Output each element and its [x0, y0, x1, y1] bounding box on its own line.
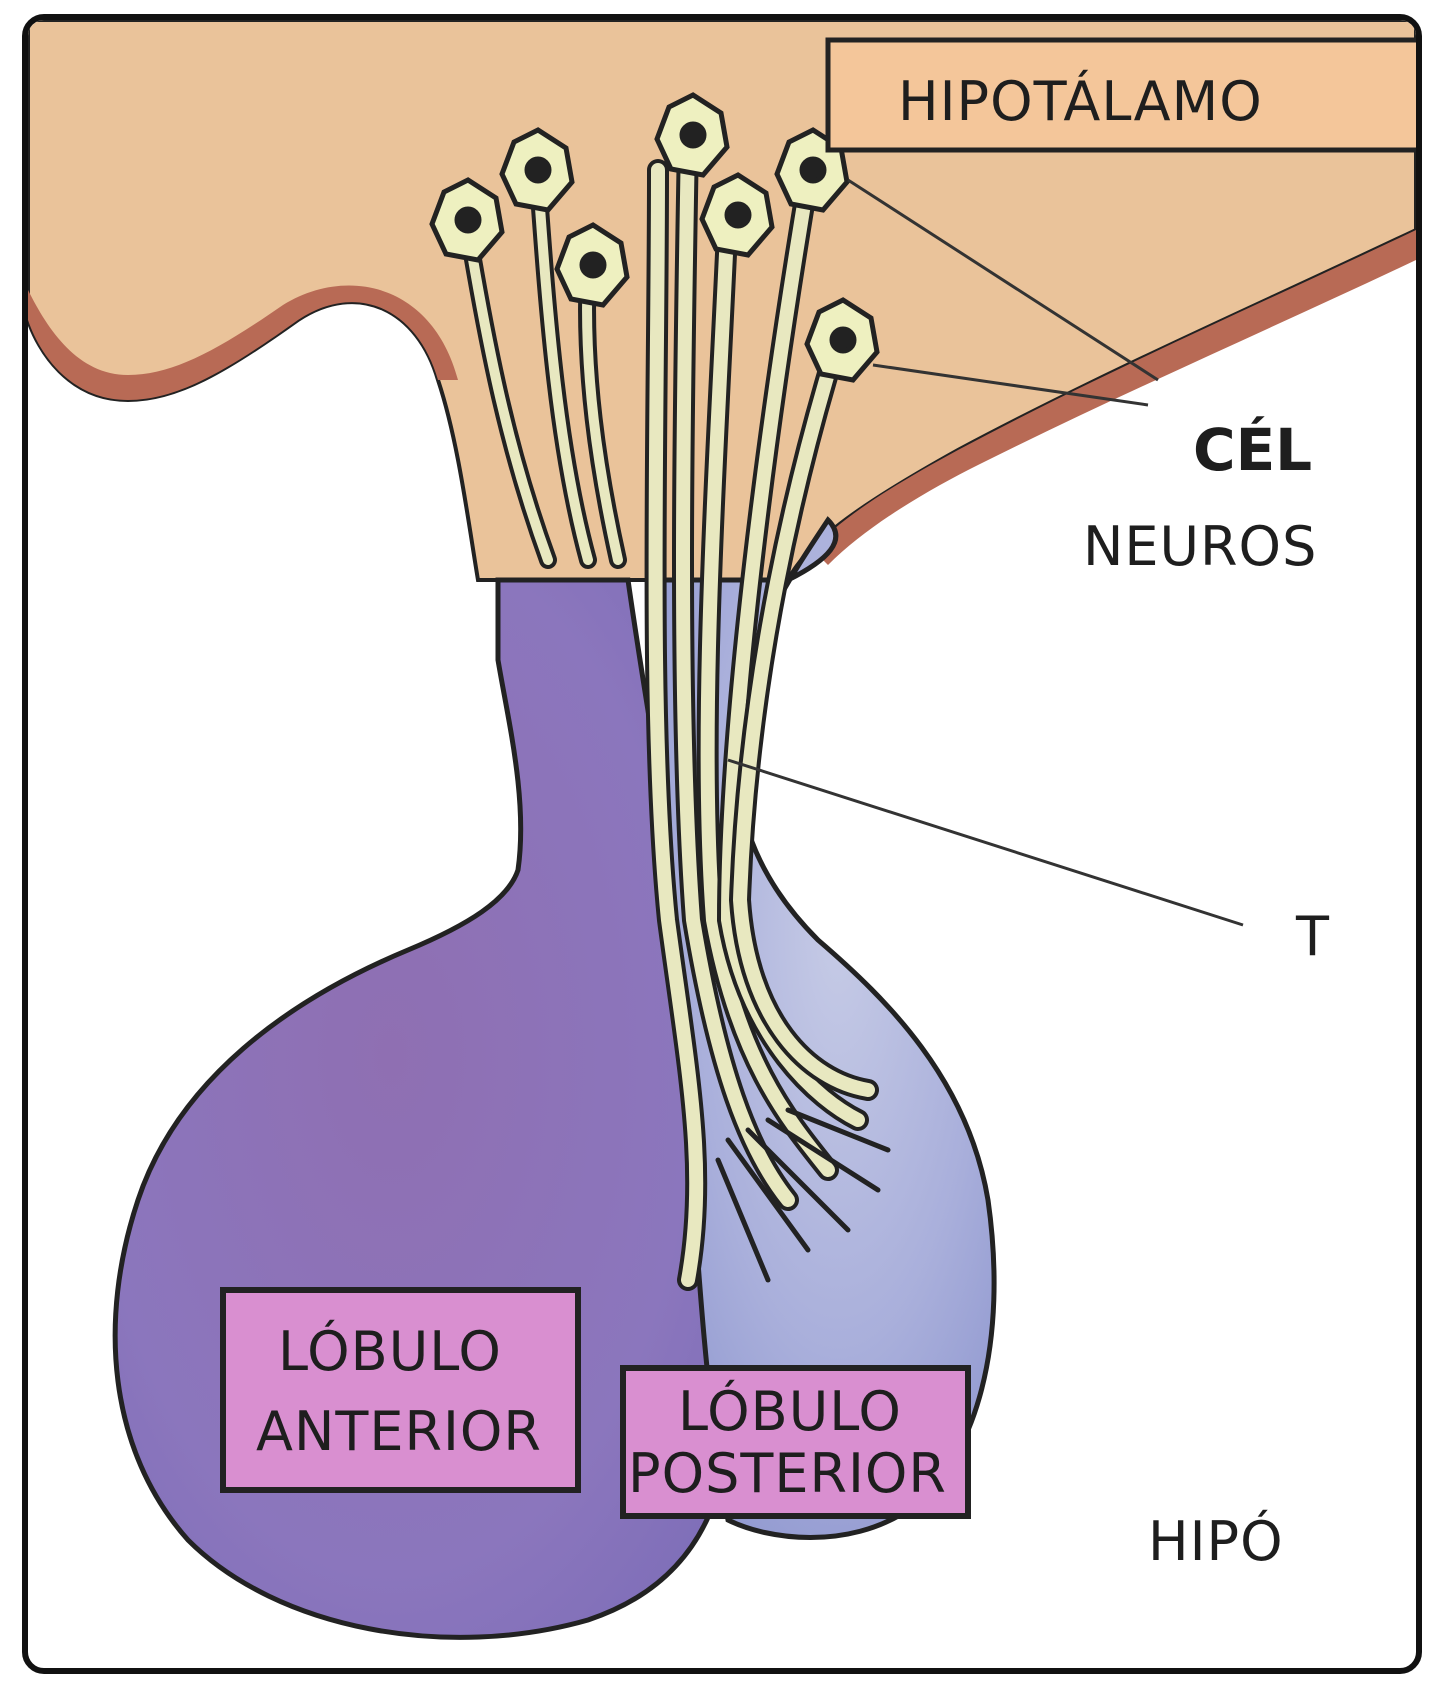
leader-line-stalk: [728, 760, 1243, 925]
anterior-lobe-label-line2: ANTERIOR: [256, 1400, 542, 1463]
cells-label-partial: CÉL: [1193, 415, 1312, 484]
anterior-lobe-label-line1: LÓBULO: [278, 1320, 502, 1383]
posterior-lobe-label-line1: LÓBULO: [678, 1380, 902, 1443]
posterior-lobe-label-line2: POSTERIOR: [628, 1442, 947, 1505]
diagram-canvas: HIPOTÁLAMO CÉL NEUROS T HIPÓ LÓBULO ANTE…: [28, 20, 1416, 1668]
hypothalamus-label: HIPOTÁLAMO: [898, 70, 1263, 133]
pituitary-diagram: HIPOTÁLAMO CÉL NEUROS T HIPÓ LÓBULO ANTE…: [22, 14, 1422, 1674]
t-label-partial: T: [1295, 905, 1330, 968]
hypophysis-label-partial: HIPÓ: [1148, 1510, 1284, 1573]
neuros-label-partial: NEUROS: [1083, 515, 1317, 578]
